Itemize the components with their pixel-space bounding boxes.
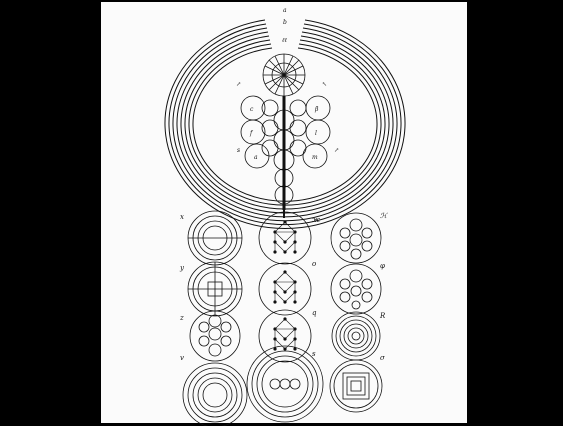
top-wheel bbox=[263, 54, 305, 96]
label-mid-4: s bbox=[312, 350, 316, 358]
svg-text:c: c bbox=[250, 106, 254, 113]
svg-text:a: a bbox=[254, 154, 258, 161]
label-left-4: v bbox=[180, 354, 184, 362]
label-mid-2: o bbox=[312, 260, 316, 268]
label-right-1: ℋ bbox=[380, 212, 388, 220]
svg-text:m: m bbox=[312, 154, 318, 161]
label-a: a bbox=[283, 7, 287, 14]
label-mid-1: ж bbox=[312, 216, 320, 224]
label-right-4: σ bbox=[380, 354, 385, 362]
svg-text:β: β bbox=[314, 106, 319, 113]
label-mid-3: q bbox=[312, 309, 317, 317]
label-left-2: y bbox=[179, 264, 185, 272]
label-script: ℓℓ bbox=[282, 37, 287, 44]
label-left-3: z bbox=[179, 314, 184, 322]
left-column bbox=[183, 211, 247, 426]
label-left-1: x bbox=[180, 213, 184, 221]
sephirot-tree bbox=[241, 96, 330, 210]
svg-text:↖: ↖ bbox=[322, 81, 327, 88]
right-column bbox=[330, 213, 382, 412]
svg-text:s: s bbox=[237, 147, 240, 154]
label-b: b bbox=[283, 19, 287, 26]
svg-text:f: f bbox=[249, 130, 254, 137]
svg-text:↗: ↗ bbox=[334, 147, 339, 154]
label-right-2: φ bbox=[380, 262, 385, 270]
svg-text:↗: ↗ bbox=[236, 81, 241, 88]
label-right-3: R bbox=[379, 312, 386, 320]
svg-text:l: l bbox=[315, 130, 317, 137]
